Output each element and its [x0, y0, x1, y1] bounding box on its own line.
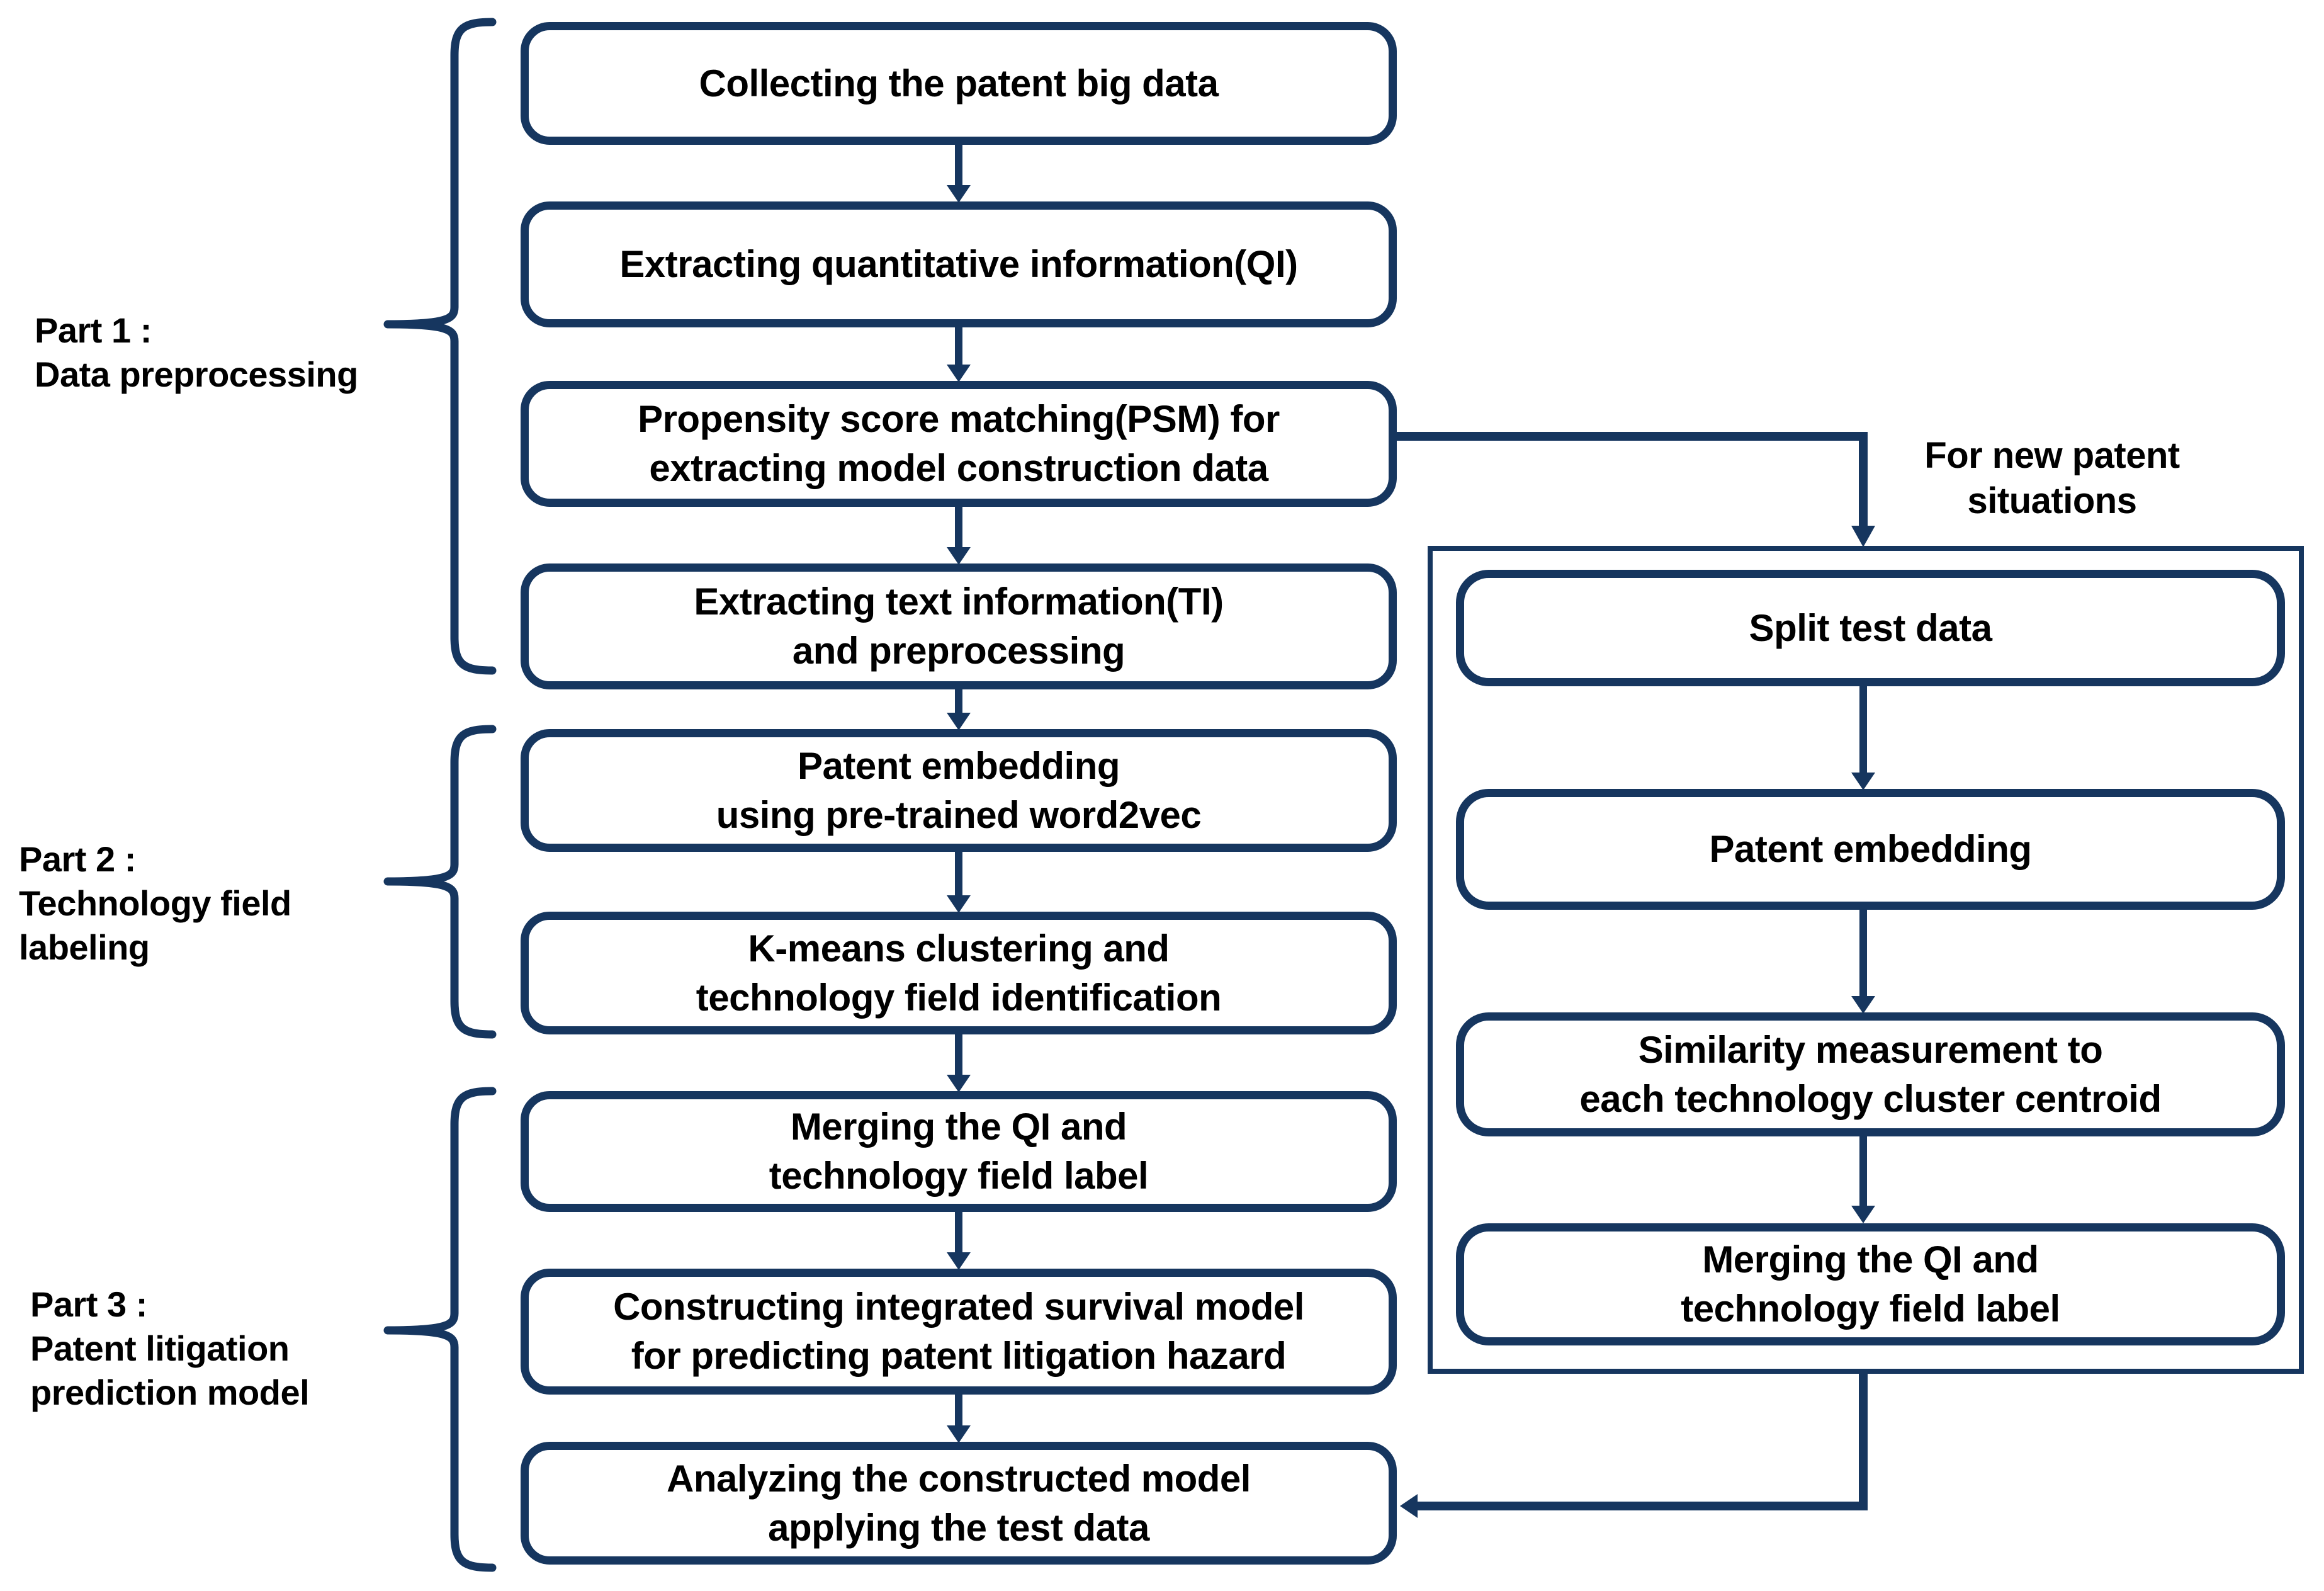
node-text: for predicting patent litigation hazard	[631, 1335, 1287, 1377]
new-patent-annotation: For new patent situations	[1888, 433, 2216, 524]
node-text: Merging the QI and	[790, 1106, 1127, 1148]
node-kmeans-clustering: K-means clustering and technology field …	[521, 912, 1397, 1034]
node-text: technology field label	[769, 1155, 1149, 1197]
part-1-brace	[383, 18, 497, 675]
arrow-extract-qi-to-psm	[947, 327, 971, 382]
arrow-embed-w2v-to-kmeans	[947, 852, 971, 913]
node-text: Patent embedding	[1709, 828, 2032, 870]
part-3-label-line: Part 3 :	[30, 1284, 147, 1324]
part-2-brace	[383, 725, 497, 1039]
arrow-similarity-to-merge-qi-2	[1851, 1136, 1875, 1223]
part-1-label-line: Data preprocessing	[35, 354, 358, 394]
part-1-label-line: Part 1 :	[35, 310, 152, 350]
node-split-test-data: Split test data	[1456, 570, 2285, 686]
node-text: K-means clustering and	[748, 927, 1170, 970]
part-3-label-line: prediction model	[30, 1373, 310, 1412]
node-text: Patent embedding	[797, 744, 1120, 787]
annotation-line: situations	[1967, 480, 2137, 521]
node-text: and preprocessing	[792, 630, 1125, 672]
node-text: Merging the QI and	[1702, 1238, 2039, 1281]
node-similarity-measurement: Similarity measurement to each technolog…	[1456, 1012, 2285, 1136]
node-text: Similarity measurement to	[1638, 1028, 2103, 1071]
arrow-embed-to-similarity	[1851, 910, 1875, 1014]
arrow-kmeans-to-merge-qi	[947, 1034, 971, 1092]
node-collecting-patent-big-data: Collecting the patent big data	[521, 22, 1397, 145]
node-text: Analyzing the constructed model	[667, 1457, 1251, 1500]
part-3-brace	[383, 1087, 497, 1572]
node-patent-embedding-word2vec: Patent embedding using pre-trained word2…	[521, 729, 1397, 852]
part-3-label: Part 3 : Patent litigation prediction mo…	[30, 1282, 310, 1415]
node-merging-qi-label: Merging the QI and technology field labe…	[521, 1091, 1397, 1212]
node-constructing-survival-model: Constructing integrated survival model f…	[521, 1269, 1397, 1395]
part-3-label-line: Patent litigation	[30, 1328, 290, 1368]
node-text: Collecting the patent big data	[699, 62, 1219, 105]
annotation-line: For new patent	[1924, 435, 2180, 476]
node-extracting-quantitative-information: Extracting quantitative information(QI)	[521, 201, 1397, 327]
node-extracting-text-information: Extracting text information(TI) and prep…	[521, 563, 1397, 689]
node-text: applying the test data	[768, 1506, 1149, 1549]
arrow-collect-to-extract-qi	[947, 145, 971, 203]
arrow-split-to-embed	[1851, 686, 1875, 790]
node-text: technology field label	[1681, 1288, 2060, 1330]
arrow-psm-to-extract-ti	[947, 507, 971, 565]
node-merging-qi-label-side: Merging the QI and technology field labe…	[1456, 1223, 2285, 1345]
node-text: using pre-trained word2vec	[716, 793, 1202, 836]
part-1-label: Part 1 : Data preprocessing	[35, 309, 358, 397]
arrow-extract-ti-to-embed-w2v	[947, 689, 971, 730]
part-2-label-line: Part 2 :	[19, 839, 136, 879]
node-analyzing-constructed-model: Analyzing the constructed model applying…	[521, 1442, 1397, 1565]
new-patent-container	[1428, 546, 2304, 1374]
node-text: each technology cluster centroid	[1579, 1077, 2162, 1120]
node-text: Split test data	[1749, 606, 1992, 649]
connector-psm-to-side-container	[1397, 432, 1875, 547]
node-text: Extracting quantitative information(QI)	[619, 243, 1298, 285]
node-propensity-score-matching: Propensity score matching(PSM) for extra…	[521, 381, 1397, 507]
connector-side-container-to-analyze	[1400, 1374, 1868, 1518]
node-patent-embedding: Patent embedding	[1456, 789, 2285, 910]
node-text: extracting model construction data	[649, 447, 1268, 489]
part-2-label-line: Technology field	[19, 883, 291, 923]
arrow-merge-qi-to-survival	[947, 1212, 971, 1270]
part-2-label: Part 2 : Technology field labeling	[19, 837, 291, 970]
part-2-label-line: labeling	[19, 927, 150, 967]
node-text: Constructing integrated survival model	[613, 1286, 1304, 1328]
node-text: Propensity score matching(PSM) for	[638, 398, 1280, 440]
node-text: Extracting text information(TI)	[694, 580, 1224, 623]
arrow-survival-to-analyze	[947, 1395, 971, 1443]
node-text: technology field identification	[696, 976, 1222, 1019]
